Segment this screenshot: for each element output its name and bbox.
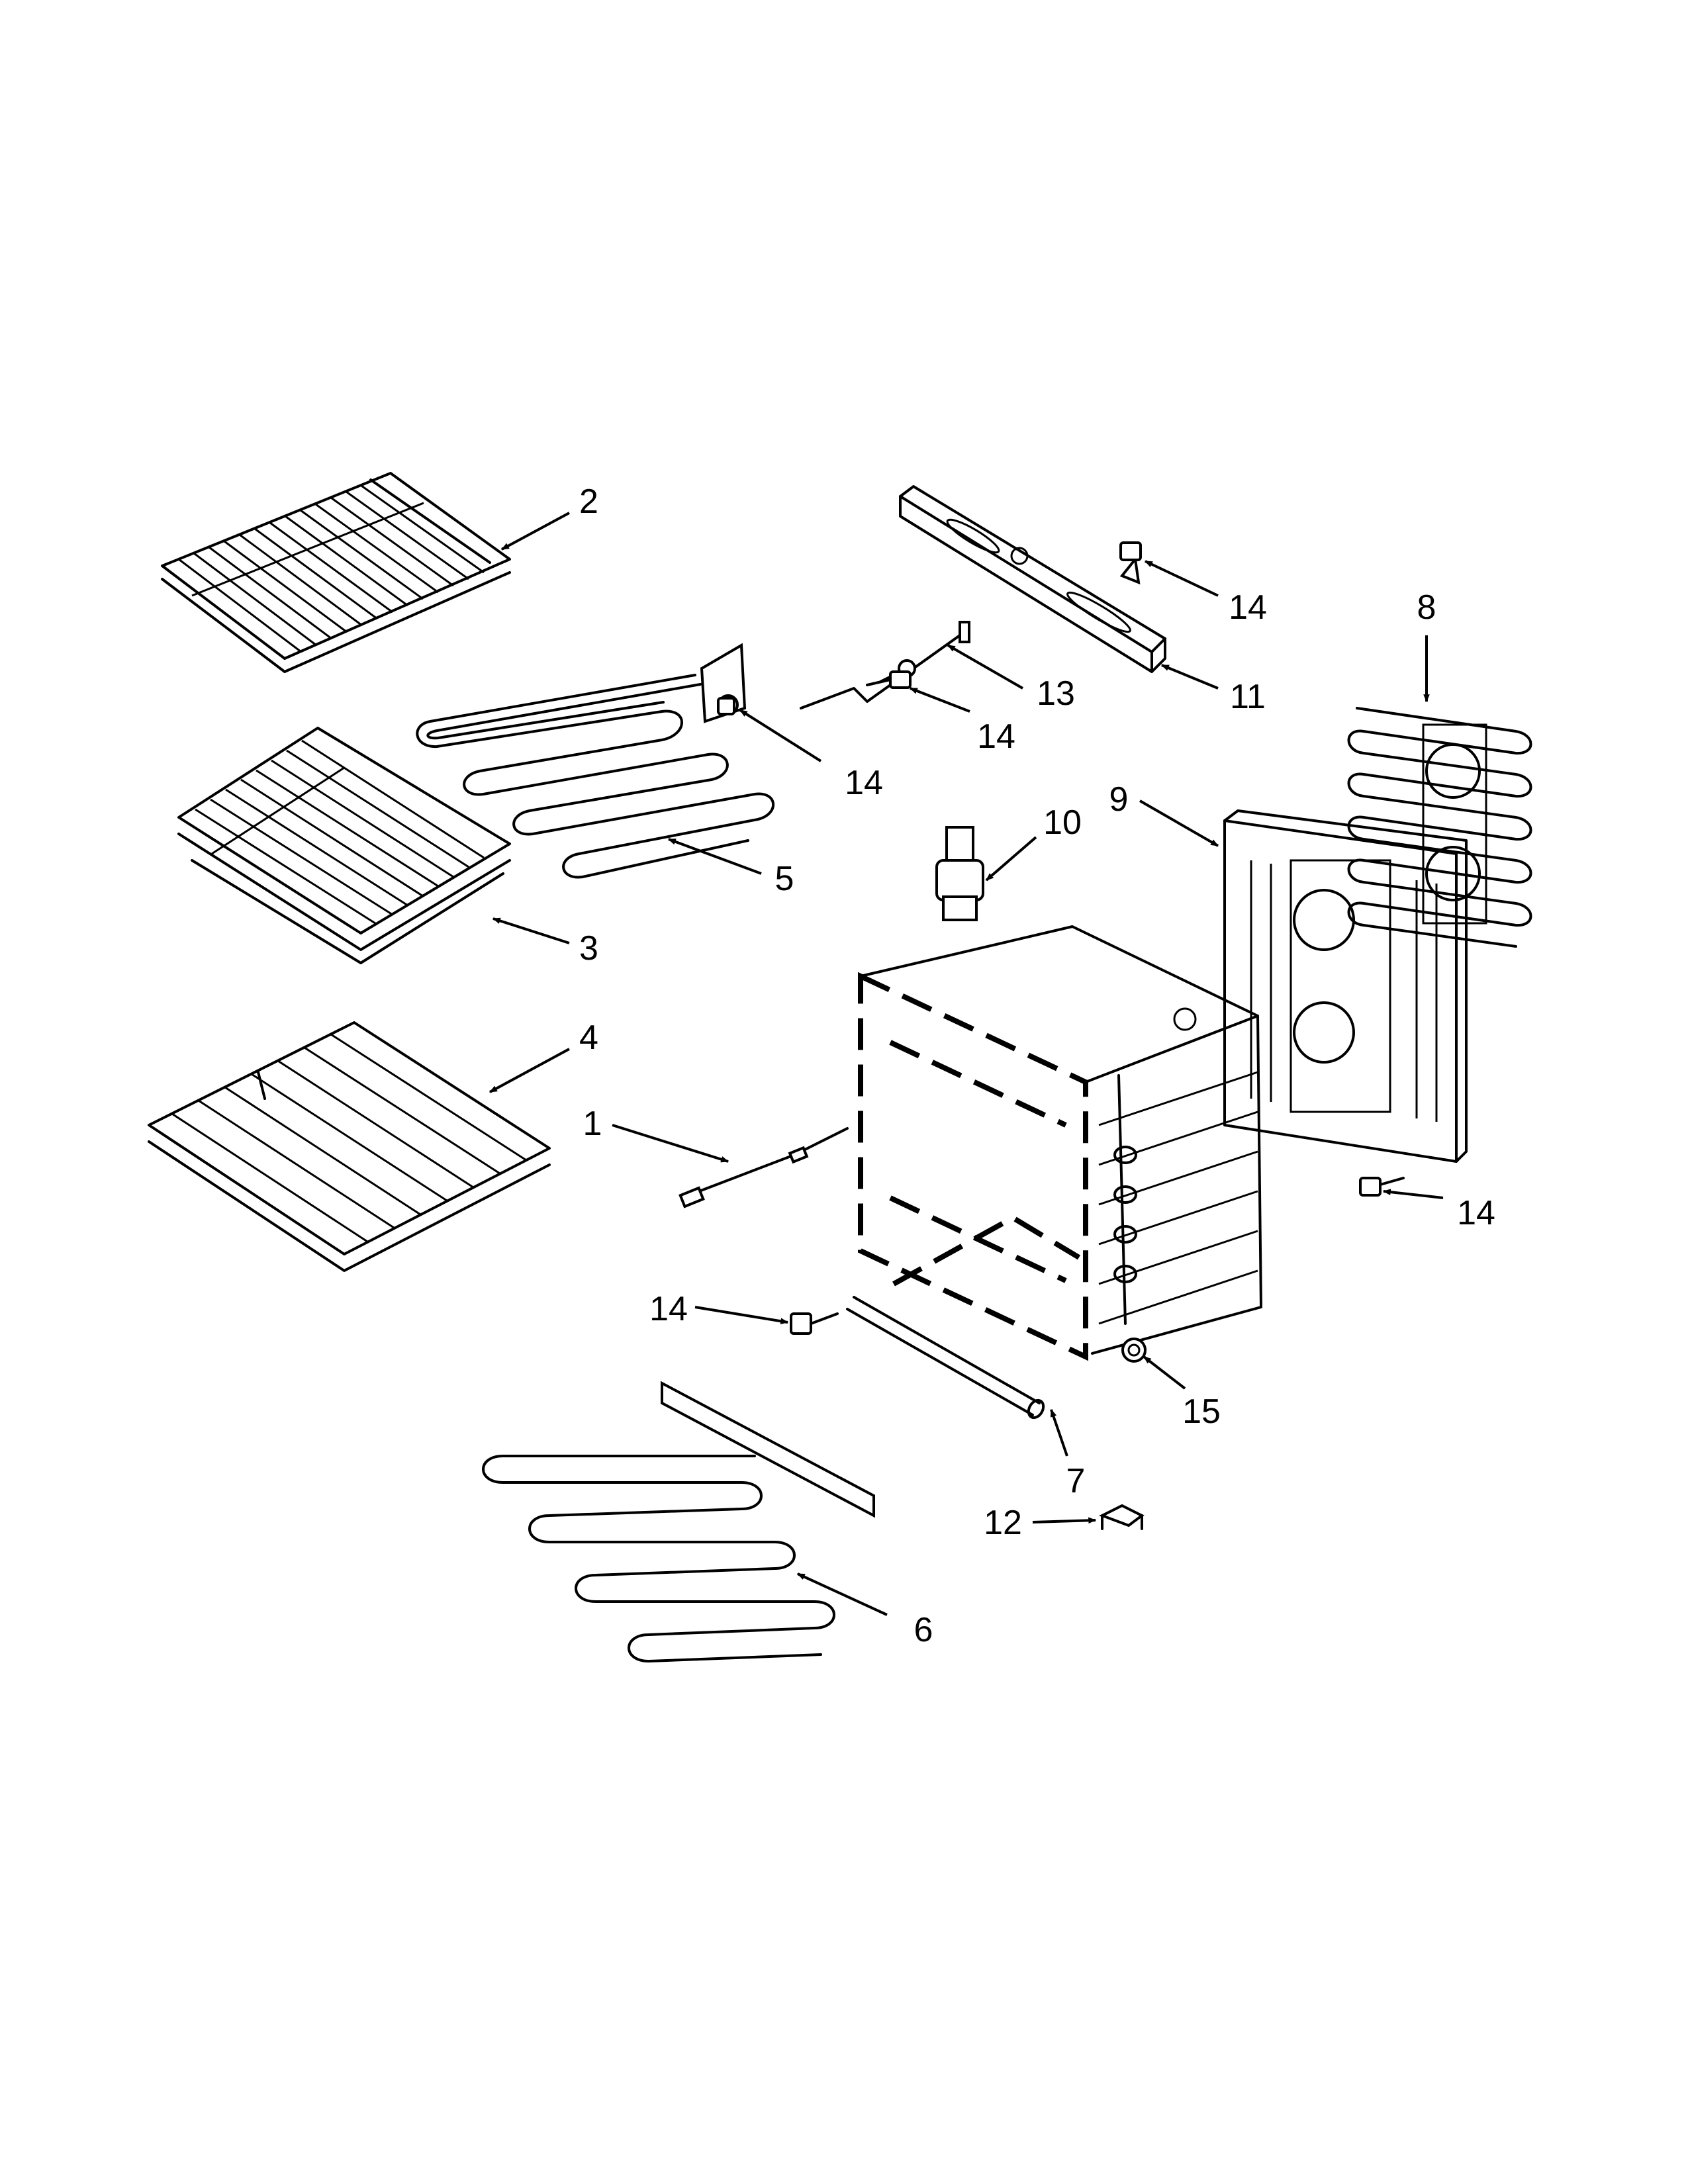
callout-7: 7	[1066, 1462, 1086, 1500]
wire-lead[interactable]	[800, 621, 970, 709]
upper-oven-rack[interactable]	[161, 472, 511, 673]
callout-9: 9	[1109, 780, 1129, 819]
convection-fan-element[interactable]	[1347, 707, 1532, 948]
callout-8: 8	[1417, 588, 1436, 627]
callout-14: 14	[1457, 1194, 1495, 1232]
grommet[interactable]	[1121, 1338, 1147, 1363]
callout-15: 15	[1182, 1392, 1221, 1431]
callout-labels: 2 3 4 1 5 6 7 8 9 10 11 12 13 14 14 14 1…	[579, 482, 1495, 1649]
callout-10: 10	[1043, 803, 1082, 842]
callout-14: 14	[1229, 588, 1267, 627]
screw[interactable]	[1119, 541, 1142, 585]
callout-4: 4	[579, 1019, 598, 1057]
callout-3: 3	[579, 929, 598, 968]
callout-1: 1	[583, 1105, 602, 1143]
screw[interactable]	[1359, 1177, 1405, 1197]
bake-element[interactable]	[482, 1381, 875, 1662]
screw[interactable]	[717, 697, 735, 715]
thermal-fuse[interactable]	[935, 826, 984, 921]
broil-element[interactable]	[416, 643, 775, 879]
lower-oven-rack[interactable]	[148, 1021, 551, 1272]
callout-11: 11	[1230, 678, 1266, 716]
callout-6: 6	[914, 1611, 933, 1649]
clip[interactable]	[1099, 1504, 1145, 1530]
callout-12: 12	[984, 1504, 1022, 1542]
convection-cover[interactable]	[1223, 809, 1468, 1163]
callout-13: 13	[1037, 674, 1075, 713]
callout-5: 5	[775, 860, 794, 898]
callout-2: 2	[579, 482, 598, 521]
callout-14: 14	[845, 764, 883, 802]
callout-14: 14	[649, 1290, 688, 1328]
oven-sensor[interactable]	[679, 1127, 849, 1208]
screw[interactable]	[866, 670, 912, 689]
roll-out-rack[interactable]	[177, 727, 511, 964]
callout-arrows	[489, 512, 1444, 1616]
callout-14: 14	[977, 717, 1015, 756]
tube[interactable]	[846, 1296, 1047, 1420]
oven-cavity	[858, 925, 1262, 1361]
screw[interactable]	[790, 1312, 839, 1335]
top-bracket[interactable]	[899, 485, 1166, 673]
